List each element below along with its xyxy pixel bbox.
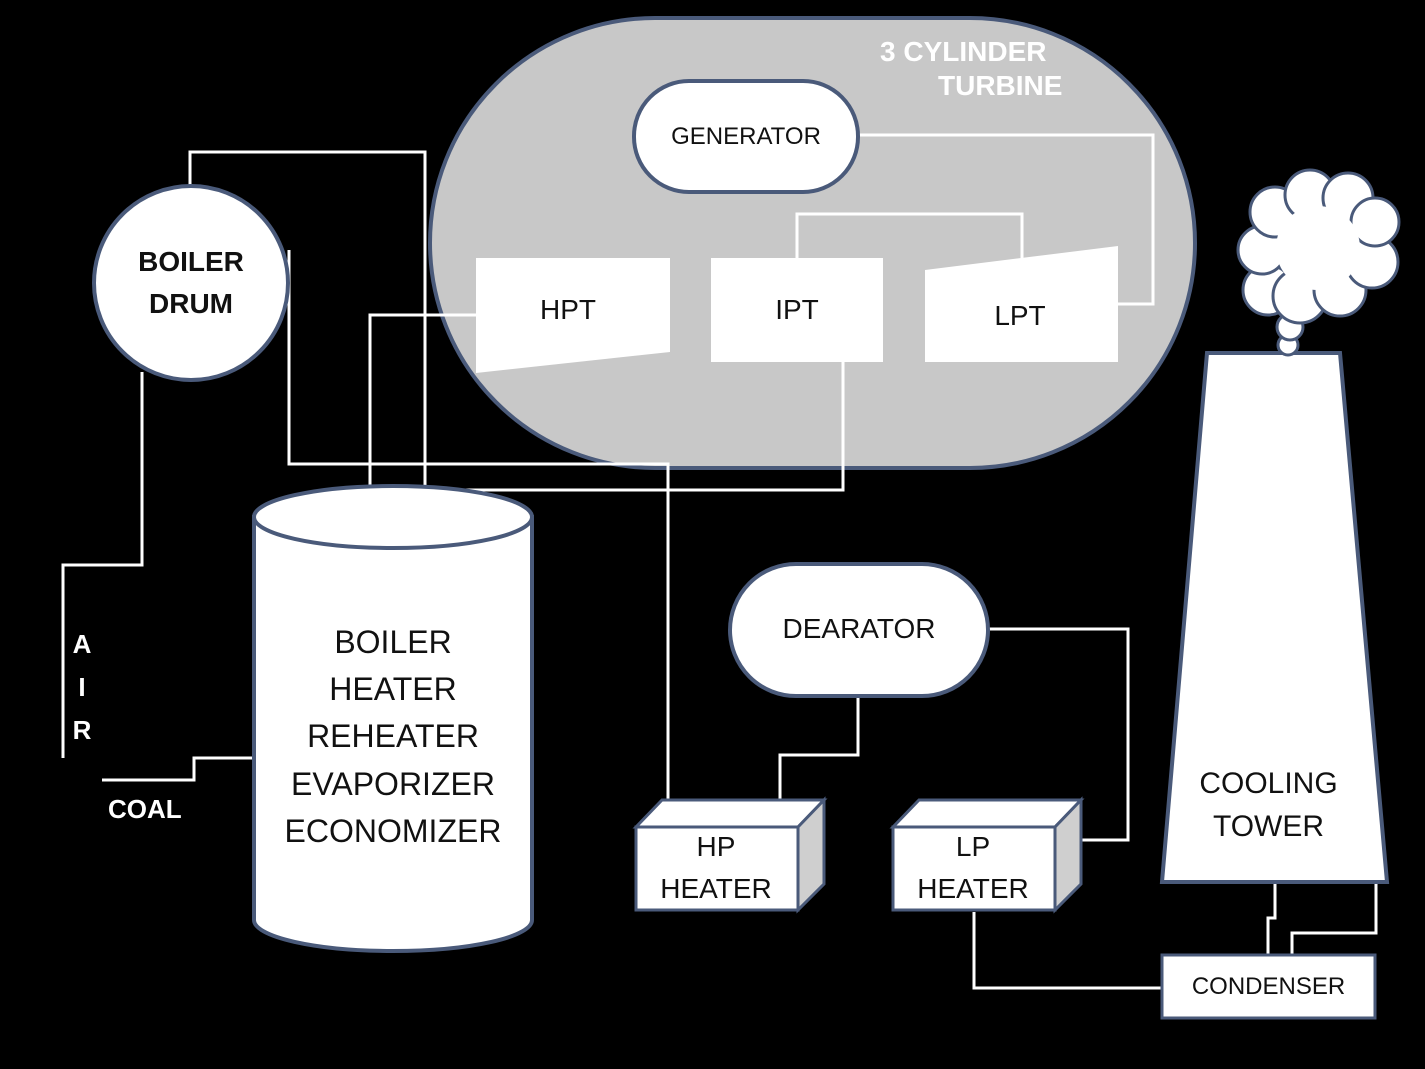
hpt-label: HPT: [540, 294, 596, 325]
pipe-tower-condenser-1: [1266, 882, 1277, 955]
boiler-drum-label-line1: BOILER: [138, 246, 244, 277]
pipe-ipt-boiler: [430, 362, 845, 492]
pipe-dearator-lp: [988, 627, 1130, 842]
generator-shape: [632, 79, 860, 194]
pipe-ipt-lpt: [795, 212, 1024, 260]
boiler-label-line5: ECONOMIZER: [284, 813, 502, 849]
pipes: [61, 133, 1378, 990]
pipe-coal: [102, 756, 256, 782]
lpt-label: LPT: [994, 300, 1046, 331]
dearator-shape: [728, 562, 990, 698]
air-letter-a: A: [72, 629, 92, 659]
boiler-label-line2: HEATER: [329, 671, 457, 707]
boiler-label-line3: REHEATER: [307, 718, 479, 754]
boiler-label-line1: BOILER: [334, 624, 452, 660]
lp-heater-shape: [889, 796, 1085, 914]
lp-heater-label-line1: LP: [955, 831, 991, 862]
boiler-drum-label-line2: DRUM: [149, 288, 233, 319]
pipe-drum-right: [287, 250, 670, 800]
turbine-title-line1: 3 CYLINDER: [880, 36, 1047, 67]
boiler-cylinder-top: [252, 484, 534, 550]
dearator-label: DEARATOR: [782, 613, 936, 644]
pipe-air: [61, 372, 144, 758]
pipe-hpt-boiler: [368, 313, 476, 490]
coal-label: COAL: [108, 794, 182, 824]
pipe-lp-condenser: [972, 912, 1162, 990]
ipt-shape: [711, 258, 883, 362]
cooling-tower-label-line1: COOLING: [1199, 767, 1338, 800]
air-letter-r: R: [72, 715, 92, 745]
boiler-cylinder-body: [252, 515, 534, 953]
pipe-drum-top: [188, 150, 427, 485]
cooling-tower-shape: [1159, 351, 1390, 884]
hp-heater-label-line1: HP: [696, 831, 736, 862]
generator-label: GENERATOR: [671, 123, 821, 150]
boiler-label-line4: EVAPORIZER: [291, 766, 495, 802]
cooling-tower-label-line2: TOWER: [1212, 810, 1325, 843]
steam-cloud-icon: [1236, 168, 1401, 357]
pipe-tower-condenser-2: [1290, 882, 1378, 955]
pipe-dearator-hp: [778, 695, 860, 800]
air-letter-i: I: [78, 672, 86, 702]
lp-heater-label-line2: HEATER: [917, 873, 1029, 904]
ipt-label: IPT: [775, 294, 819, 325]
condenser-shape: [1160, 953, 1377, 1020]
hpt-shape: [476, 258, 670, 373]
turbine-title-line2: TURBINE: [938, 70, 1063, 101]
boiler-drum-shape: [92, 184, 290, 382]
pipe-generator-lpt: [858, 133, 1155, 306]
condenser-label: CONDENSER: [1191, 973, 1346, 1000]
lpt-shape: [925, 246, 1118, 362]
hp-heater-label-line2: HEATER: [660, 873, 772, 904]
hp-heater-shape: [632, 796, 828, 914]
